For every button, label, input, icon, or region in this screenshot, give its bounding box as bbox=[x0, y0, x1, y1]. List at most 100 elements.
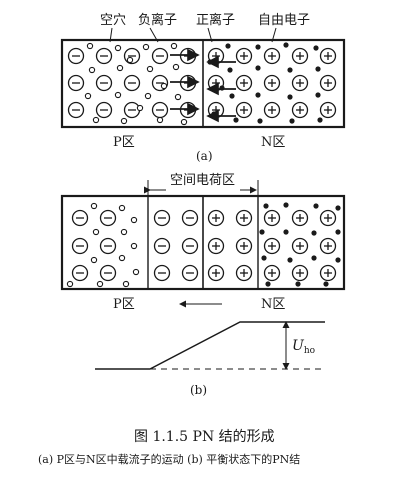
positive-ion bbox=[291, 101, 309, 119]
figure-b: 空间电荷区 P区 N区 Uho (b) bbox=[60, 173, 346, 397]
negative-ions-b bbox=[71, 209, 199, 282]
free-electron bbox=[313, 203, 319, 209]
sublabel-a: (a) bbox=[196, 149, 213, 163]
hole bbox=[90, 202, 98, 210]
free-electron bbox=[287, 257, 293, 263]
hole bbox=[174, 93, 182, 101]
hole bbox=[156, 116, 164, 124]
label-free-electron: 自由电子 bbox=[258, 13, 310, 28]
free-electron bbox=[255, 65, 261, 71]
positive-ions-a bbox=[207, 47, 337, 119]
negative-ion bbox=[181, 209, 199, 227]
positive-ion bbox=[291, 264, 309, 282]
label-negative-ion: 负离子 bbox=[138, 12, 177, 28]
negative-ion bbox=[123, 101, 141, 119]
free-electron bbox=[257, 118, 263, 124]
hole bbox=[120, 117, 128, 125]
positive-ion bbox=[263, 237, 281, 255]
hole bbox=[144, 92, 152, 100]
free-electron bbox=[313, 45, 319, 51]
negative-ion bbox=[99, 264, 117, 282]
free-electron bbox=[287, 67, 293, 73]
positive-ion bbox=[263, 101, 281, 119]
positive-ion bbox=[291, 209, 309, 227]
negative-ion bbox=[181, 237, 199, 255]
potential-barrier-curve bbox=[95, 321, 325, 370]
hole bbox=[130, 216, 138, 224]
negative-ion bbox=[179, 101, 197, 119]
sublabel-b: (b) bbox=[190, 383, 207, 397]
hole bbox=[118, 254, 126, 262]
hole bbox=[132, 268, 140, 276]
free-electron bbox=[289, 118, 295, 124]
label-n-region-a: N区 bbox=[261, 135, 285, 150]
negative-ion bbox=[181, 264, 199, 282]
hole bbox=[114, 91, 122, 99]
free-electron bbox=[311, 255, 317, 261]
free-electron bbox=[295, 281, 301, 287]
positive-ion bbox=[319, 74, 337, 92]
positive-ion bbox=[319, 209, 337, 227]
hole bbox=[90, 256, 98, 264]
hole bbox=[160, 82, 168, 90]
hole bbox=[66, 280, 74, 288]
hole bbox=[170, 42, 178, 50]
holes-a bbox=[84, 42, 188, 126]
free-electron bbox=[315, 66, 321, 72]
positive-ion bbox=[207, 209, 225, 227]
negative-ion bbox=[95, 47, 113, 65]
negative-ion bbox=[67, 101, 85, 119]
negative-ion bbox=[179, 47, 197, 65]
free-electron bbox=[255, 44, 261, 50]
positive-ion bbox=[263, 47, 281, 65]
carrier-arrows-a bbox=[170, 48, 236, 123]
figure-caption-subtitle: (a) P区与N区中载流子的运动 (b) 平衡状态下的PN结 bbox=[38, 452, 300, 466]
positive-ion bbox=[235, 74, 253, 92]
label-space-charge-region: 空间电荷区 bbox=[170, 173, 235, 188]
electrons-b bbox=[259, 202, 341, 287]
negative-ion bbox=[67, 47, 85, 65]
positive-ion bbox=[263, 74, 281, 92]
positive-ion bbox=[235, 47, 253, 65]
hole bbox=[136, 104, 144, 112]
positive-ion bbox=[235, 237, 253, 255]
positive-ion bbox=[263, 209, 281, 227]
negative-ion bbox=[95, 74, 113, 92]
hole bbox=[126, 56, 134, 64]
negative-ion bbox=[71, 264, 89, 282]
barrier-voltage-label: Uho bbox=[292, 338, 315, 356]
label-n-region-b: N区 bbox=[261, 297, 285, 312]
positive-ion bbox=[207, 237, 225, 255]
hole bbox=[116, 64, 124, 72]
hole bbox=[146, 65, 154, 73]
positive-ion bbox=[235, 264, 253, 282]
hole bbox=[120, 228, 128, 236]
negative-ion bbox=[99, 209, 117, 227]
label-positive-ion: 正离子 bbox=[196, 12, 235, 28]
free-electron bbox=[287, 94, 293, 100]
negative-ion bbox=[123, 74, 141, 92]
negative-ion bbox=[179, 74, 197, 92]
positive-ion bbox=[319, 237, 337, 255]
hole bbox=[96, 280, 104, 288]
hole bbox=[130, 242, 138, 250]
negative-ion bbox=[95, 101, 113, 119]
free-electron bbox=[259, 229, 265, 235]
free-electron bbox=[317, 117, 323, 123]
negative-ion bbox=[71, 237, 89, 255]
positive-ion bbox=[319, 264, 337, 282]
free-electron bbox=[229, 93, 235, 99]
free-electron bbox=[283, 229, 289, 235]
free-electron bbox=[335, 205, 341, 211]
negative-ion bbox=[153, 264, 171, 282]
free-electron bbox=[283, 42, 289, 48]
positive-ion bbox=[263, 264, 281, 282]
hole bbox=[86, 42, 94, 50]
positive-ion bbox=[235, 101, 253, 119]
negative-ion bbox=[71, 209, 89, 227]
negative-ion bbox=[153, 209, 171, 227]
holes-b bbox=[66, 202, 140, 288]
negative-ion bbox=[153, 237, 171, 255]
negative-ion bbox=[151, 101, 169, 119]
